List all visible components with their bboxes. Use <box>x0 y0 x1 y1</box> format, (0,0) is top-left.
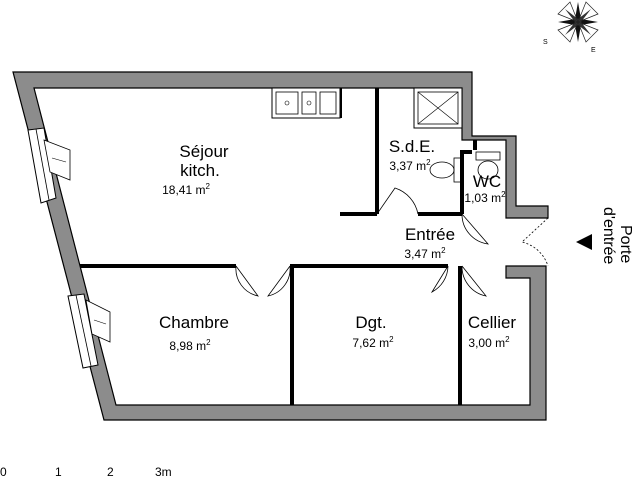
doors <box>235 187 549 297</box>
room-name-entree: Entrée <box>405 225 455 244</box>
room-area-chambre: 8,98 m2 <box>169 338 211 353</box>
room-name-sejour: Séjour <box>179 142 228 161</box>
scale-label-3: 3m <box>155 465 172 479</box>
toilet <box>475 151 501 180</box>
entrance-arrow-icon <box>576 234 592 250</box>
scale-label-2: 2 <box>107 465 114 479</box>
shower-tray <box>413 87 463 129</box>
scale-label-0: 0 <box>0 465 7 479</box>
room-name-cellier: Cellier <box>468 313 517 332</box>
exterior-walls <box>12 71 549 421</box>
window-lower <box>67 293 111 369</box>
scale-label-1: 1 <box>55 465 62 479</box>
room-name-chambre: Chambre <box>159 313 229 332</box>
room-name2-sejour: kitch. <box>180 161 220 180</box>
compass-rose: S E <box>543 1 599 54</box>
entrance-label: Porte d'entrée <box>600 207 634 264</box>
entrance-label-line1: Porte <box>617 225 634 263</box>
room-name-wc: WC <box>473 172 501 191</box>
washbasin <box>429 157 463 183</box>
room-labels: Séjour kitch. 18,41 m2 S.d.E. 3,37 m2 WC… <box>159 137 516 353</box>
room-area-dgt: 7,62 m2 <box>352 335 394 350</box>
entrance-label-line2: d'entrée <box>600 207 617 264</box>
window-upper <box>27 127 71 204</box>
room-name-dgt: Dgt. <box>355 313 386 332</box>
kitchen-sink <box>271 87 341 119</box>
room-name-sde: S.d.E. <box>389 137 435 156</box>
room-area-sejour: 18,41 m2 <box>162 182 210 197</box>
compass-label-e: E <box>591 47 596 54</box>
room-area-wc: 1,03 m2 <box>464 190 506 205</box>
room-area-cellier: 3,00 m2 <box>468 335 510 350</box>
room-area-sde: 3,37 m2 <box>389 158 431 173</box>
interior-walls <box>80 88 477 405</box>
compass-label-s: S <box>543 39 548 46</box>
scale-bar: 0 1 2 3m <box>0 465 172 479</box>
room-area-entree: 3,47 m2 <box>404 246 446 261</box>
